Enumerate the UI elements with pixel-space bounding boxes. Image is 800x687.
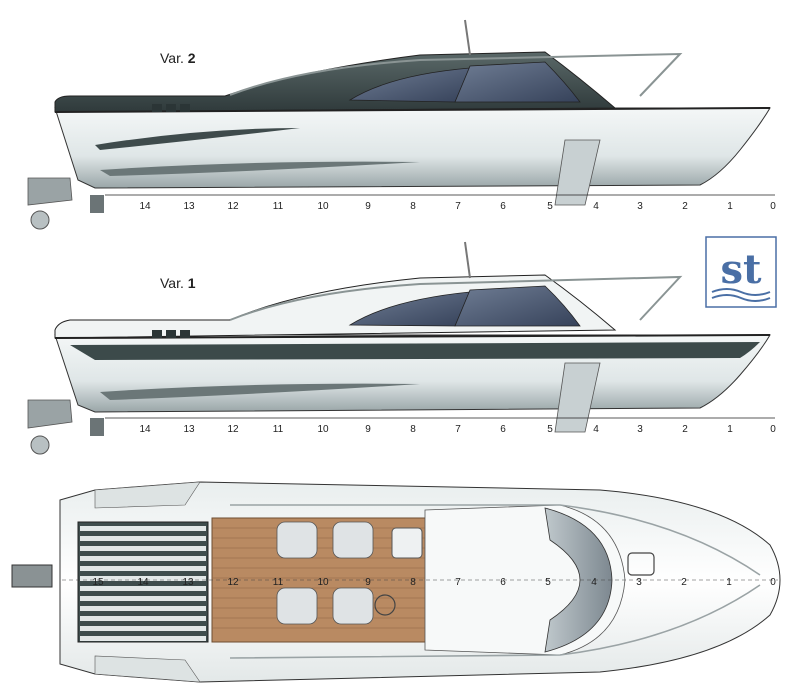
tick-label: 9 [365, 424, 371, 435]
tick-label: 4 [591, 577, 597, 588]
tick-label: 7 [455, 424, 461, 435]
tick-label: 8 [410, 577, 416, 588]
tick-label: 3 [637, 201, 643, 212]
tick-label: 14 [139, 424, 151, 435]
variant-1-number: 1 [187, 275, 196, 291]
tick-label: 13 [183, 201, 195, 212]
tick-label: 7 [455, 201, 461, 212]
tick-label: 13 [182, 577, 194, 588]
variant-2-prefix: Var. [160, 50, 184, 66]
scale-var1: 14 13 12 11 10 9 8 7 6 5 4 3 2 1 0 [139, 424, 776, 435]
tick-label: 11 [273, 424, 284, 435]
tick-label: 9 [365, 577, 371, 588]
tick-label: 5 [547, 201, 553, 212]
side-view-var2 [27, 19, 775, 230]
tick-label: 12 [227, 577, 239, 588]
tick-label: 10 [317, 577, 329, 588]
tick-label: 9 [365, 201, 371, 212]
svg-text:st: st [721, 246, 763, 293]
tick-label: 13 [183, 424, 195, 435]
tick-label: 12 [227, 201, 239, 212]
tick-label: 1 [726, 577, 732, 588]
tick-label: 11 [273, 201, 284, 212]
tick-label: 10 [317, 201, 329, 212]
tick-label: 7 [455, 577, 461, 588]
tick-label: 10 [317, 424, 329, 435]
tick-label: 6 [500, 424, 506, 435]
variant-1-label: Var. 1 [160, 275, 196, 291]
tick-label: 8 [410, 201, 416, 212]
st-logo: st [705, 236, 777, 308]
tick-label: 6 [500, 201, 506, 212]
tick-label: 4 [593, 424, 599, 435]
side-view-var1 [27, 241, 775, 455]
tick-label: 1 [727, 424, 733, 435]
scale-var2: 14 13 12 11 10 9 8 7 6 5 4 3 2 1 0 [139, 201, 776, 212]
tick-label: 3 [636, 577, 642, 588]
tick-label: 8 [410, 424, 416, 435]
tick-label: 3 [637, 424, 643, 435]
tick-label: 1 [727, 201, 733, 212]
tick-label: 14 [137, 577, 149, 588]
top-view [11, 481, 781, 683]
scale-deck: 15 14 13 12 11 10 9 8 7 6 5 4 3 2 1 0 [92, 577, 776, 588]
variant-2-label: Var. 2 [160, 50, 196, 66]
tick-label: 6 [500, 577, 506, 588]
tick-label: 0 [770, 424, 776, 435]
tick-label: 4 [593, 201, 599, 212]
tick-label: 14 [139, 201, 151, 212]
tick-label: 12 [227, 424, 239, 435]
tick-label: 0 [770, 201, 776, 212]
variant-2-number: 2 [187, 50, 196, 66]
tick-label: 11 [273, 577, 284, 588]
variant-1-prefix: Var. [160, 275, 184, 291]
tick-label: 5 [547, 424, 553, 435]
tick-label: 15 [92, 577, 104, 588]
tick-label: 2 [682, 201, 688, 212]
tick-label: 0 [770, 577, 776, 588]
tick-label: 2 [681, 577, 687, 588]
tick-label: 2 [682, 424, 688, 435]
tick-label: 5 [545, 577, 551, 588]
